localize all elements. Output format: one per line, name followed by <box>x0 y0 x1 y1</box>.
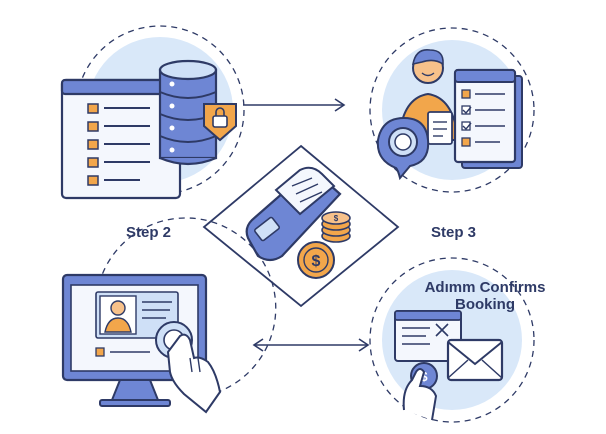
hand-cursor-icon <box>155 321 222 414</box>
user-icon <box>95 291 179 339</box>
step-profile-panel <box>61 217 277 414</box>
confirmation-title: Adımm Confirms Booking <box>415 279 555 313</box>
step-payment-panel: $ $ <box>202 144 400 308</box>
step-user-panel <box>369 27 535 193</box>
dollar-coin-icon: $ <box>297 241 335 279</box>
confirmation-title-line2: Booking <box>455 296 515 313</box>
payment-terminal-icon <box>245 166 342 262</box>
step-database-panel <box>60 25 245 200</box>
step-3-label: Step 3 <box>431 224 477 241</box>
email-envelope-icon <box>446 338 504 382</box>
coin-stack-icon: $ <box>321 211 351 243</box>
chat-bubble-icon <box>376 116 430 181</box>
arrow-right-icon <box>243 98 346 112</box>
step-confirmation-panel: $ <box>369 257 535 423</box>
svg-text:$: $ <box>312 253 321 270</box>
checklist-icon <box>453 68 523 169</box>
document-icon <box>60 78 182 200</box>
svg-text:$: $ <box>420 369 428 384</box>
document-icon <box>394 310 462 362</box>
lock-icon <box>203 103 237 142</box>
step-2-label: Step 2 <box>126 224 172 241</box>
double-arrow-icon <box>252 338 370 352</box>
confirmation-title-line1: Adımm Confirms <box>424 279 546 296</box>
dollar-coin-icon: $ <box>402 362 438 421</box>
svg-text:$: $ <box>334 214 339 223</box>
